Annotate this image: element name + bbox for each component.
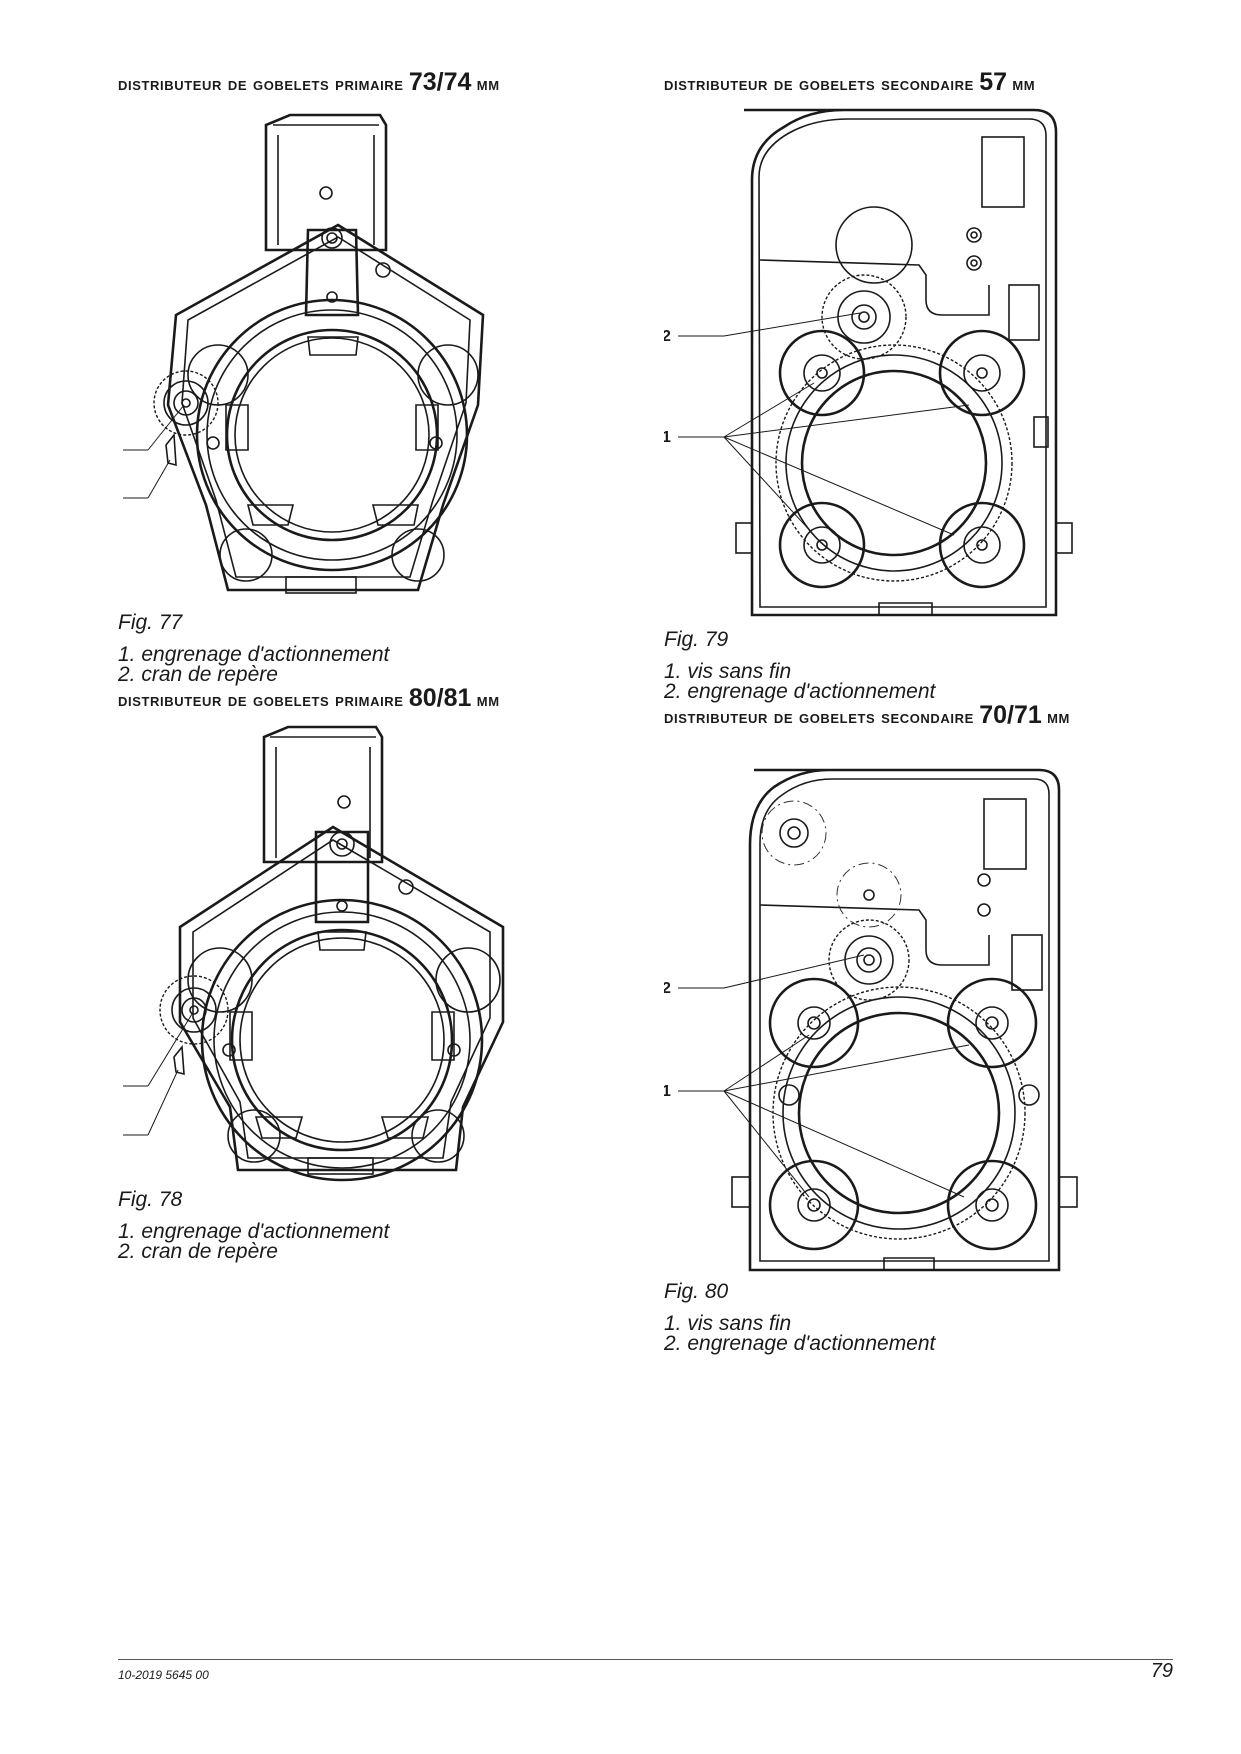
caption-fig-80: Fig. 80 1. vis sans fin 2. engrenage d'a… [664, 1280, 936, 1355]
heading-text: DISTRIBUTEUR DE GOBELETS PRIMAIRE [118, 690, 404, 711]
heading-primary-73-74: DISTRIBUTEUR DE GOBELETS PRIMAIRE 73/74 … [118, 70, 500, 97]
figure-label: Fig. 79 [664, 628, 729, 651]
heading-unit: MM [1012, 74, 1036, 95]
figure-80-drawing: 2 1 [664, 765, 1094, 1280]
caption-fig-77: Fig. 77 1. engrenage d'actionnement 2. c… [118, 611, 390, 686]
heading-unit: MM [476, 690, 500, 711]
figure-79-drawing: 2 1 [664, 105, 1094, 630]
heading-size: 70/71 [979, 701, 1042, 729]
list-item: 2. engrenage d'actionnement [664, 1332, 936, 1355]
list-item: 2. cran de repère [118, 1240, 278, 1263]
figure-label: Fig. 78 [118, 1188, 183, 1211]
page-number: 79 [1150, 1660, 1173, 1682]
heading-text: DISTRIBUTEUR DE GOBELETS PRIMAIRE [118, 74, 404, 95]
caption-fig-79: Fig. 79 1. vis sans fin 2. engrenage d'a… [664, 628, 936, 703]
heading-size: 73/74 [408, 68, 472, 96]
footer-divider [118, 1659, 1173, 1660]
caption-fig-78: Fig. 78 1. engrenage d'actionnement 2. c… [118, 1188, 390, 1263]
callout-2: 2 [664, 328, 671, 345]
figure-label: Fig. 80 [664, 1280, 729, 1303]
footer-doc-ref: 10-2019 5645 00 [118, 1668, 209, 1682]
list-item: 1. engrenage d'actionnement [118, 643, 390, 666]
list-item: 1. vis sans fin [664, 1312, 792, 1335]
heading-unit: MM [476, 74, 500, 95]
list-item: 2. cran de repère [118, 663, 278, 686]
heading-primary-80-81: DISTRIBUTEUR DE GOBELETS PRIMAIRE 80/81 … [118, 686, 500, 713]
heading-text: DISTRIBUTEUR DE GOBELETS SECONDAIRE [664, 707, 974, 728]
heading-unit: MM [1047, 707, 1070, 728]
callout-2: 2 [664, 980, 671, 997]
heading-text: DISTRIBUTEUR DE GOBELETS SECONDAIRE [664, 74, 974, 95]
list-item: 1. vis sans fin [664, 660, 792, 683]
figure-77-drawing: 2 1 [118, 105, 578, 610]
callout-1: 1 [664, 1083, 671, 1100]
figure-78-drawing: 2 1 [118, 722, 578, 1187]
heading-secondary-70-71: DISTRIBUTEUR DE GOBELETS SECONDAIRE 70/7… [664, 703, 1164, 730]
heading-secondary-57: DISTRIBUTEUR DE GOBELETS SECONDAIRE 57 M… [664, 70, 1035, 97]
list-item: 2. engrenage d'actionnement [664, 680, 936, 703]
heading-size: 57 [979, 68, 1007, 96]
callout-1: 1 [664, 429, 671, 446]
figure-label: Fig. 77 [118, 611, 183, 634]
list-item: 1. engrenage d'actionnement [118, 1220, 390, 1243]
heading-size: 80/81 [408, 684, 472, 712]
